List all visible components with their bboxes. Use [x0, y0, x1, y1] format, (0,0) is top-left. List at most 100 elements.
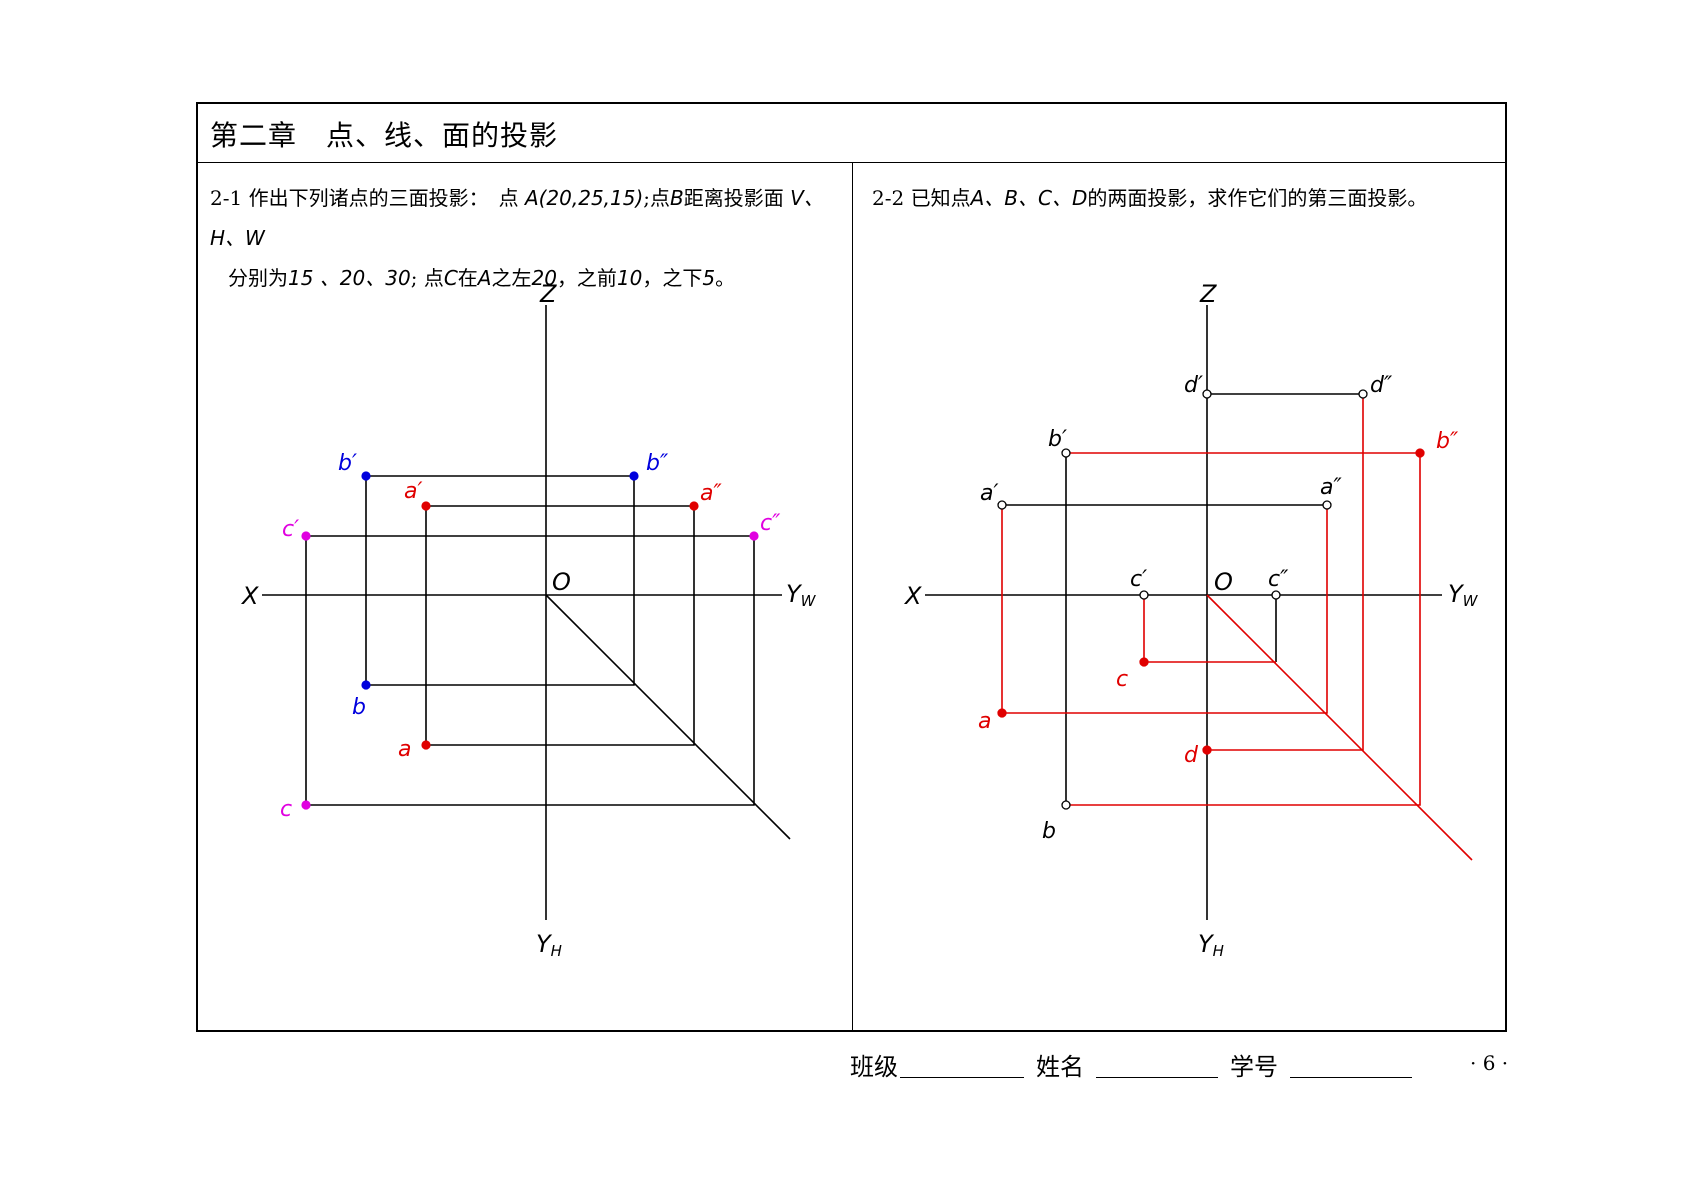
problem-text: ，之前: [556, 266, 617, 290]
label-c-h: c: [280, 797, 292, 822]
point-b-name: B: [670, 186, 684, 210]
diagram-2-1: Z X O YW YH b′ b″ b a′ a″ a c′ c″ c: [240, 280, 817, 960]
projection-planes: V、H、W: [210, 186, 824, 250]
point-c-w: [749, 531, 759, 541]
label-d-v: d′: [1184, 373, 1203, 398]
x-label: X: [240, 582, 259, 610]
label-b-h: b: [1042, 819, 1056, 844]
point-c-v: [1139, 590, 1149, 600]
solution-lines: [1001, 394, 1421, 806]
point-a-v: [997, 500, 1007, 510]
a-solution: [1001, 505, 1328, 714]
problem-text: 。: [715, 266, 736, 290]
name-label: 姓名: [1036, 1053, 1084, 1081]
label-c-w: c″: [1268, 567, 1289, 592]
label-b-v: b′: [1048, 427, 1067, 452]
chapter-title: 第二章 点、线、面的投影: [210, 119, 559, 152]
yw-label: YW: [786, 580, 817, 610]
label-a-h: a: [978, 709, 991, 734]
point-b-v: [1061, 448, 1071, 458]
label-a-w: a″: [1320, 475, 1342, 500]
b-solution: [1066, 452, 1421, 806]
point-c-h: [301, 800, 311, 810]
page-number: · 6 ·: [1470, 1051, 1509, 1075]
problem-text: ;点: [643, 186, 671, 210]
point-d-v: [1202, 389, 1212, 399]
column-divider: [852, 162, 853, 1030]
label-b-v: b′: [338, 451, 357, 476]
point-c-projection-lines: [305, 535, 755, 806]
z-label: Z: [1199, 280, 1217, 308]
label-a-w: a″: [700, 481, 722, 506]
problem-text: 已知点: [910, 186, 971, 210]
point-b-h: [1061, 800, 1071, 810]
label-b-w: b″: [1436, 429, 1459, 454]
distances: 15 、20、30: [288, 266, 411, 290]
point-c-v: [301, 531, 311, 541]
point-labels-1: b′ b″ b a′ a″ a c′ c″ c: [280, 451, 781, 822]
axis-labels-2: Z X O YW YH: [903, 280, 1479, 960]
label-a-v: a′: [404, 479, 422, 504]
label-b-h: b: [352, 695, 366, 720]
point-a-v: [421, 501, 431, 511]
point-b-w: [629, 471, 639, 481]
label-c-v: c′: [1130, 567, 1147, 592]
label-a-v: a′: [980, 481, 998, 506]
label-c-h: c: [1116, 667, 1128, 692]
problem-text: 距离投影面: [683, 186, 784, 210]
problem-number: 2-2: [872, 186, 905, 210]
point-names: A、B、C、D: [970, 186, 1088, 210]
point-a-w: [689, 501, 699, 511]
label-b-w: b″: [646, 451, 669, 476]
axis-labels-1: Z X O YW YH: [240, 280, 817, 960]
point-c-name: C: [443, 266, 458, 290]
ref-point-a: A: [477, 266, 492, 290]
label-d-w: d″: [1370, 373, 1393, 398]
below-value: 5: [702, 266, 716, 290]
problem-text: ; 点: [410, 266, 444, 290]
problem-2-2-statement: 2-2 已知点A、B、C、D的两面投影，求作它们的第三面投影。: [872, 178, 1492, 218]
x-label: X: [903, 582, 922, 610]
c-solution: [1143, 595, 1276, 663]
problem-text: 之左: [491, 266, 532, 290]
point-a-h: [997, 708, 1007, 718]
axes-1: [262, 305, 791, 920]
front-value: 10: [616, 266, 643, 290]
point-a-coords: A(20,25,15): [524, 186, 644, 210]
problem-2-1-statement: 2-1 作出下列诸点的三面投影： 点 A(20,25,15);点B距离投影面 V…: [210, 178, 850, 298]
id-blank[interactable]: [1290, 1077, 1412, 1078]
problem-text: 分别为: [228, 266, 288, 290]
given-projection-lines: [1002, 393, 1363, 805]
class-blank[interactable]: [900, 1077, 1024, 1078]
origin-label: O: [1214, 568, 1233, 596]
label-c-w: c″: [760, 511, 781, 536]
point-a-w: [1322, 500, 1332, 510]
problem-text: ，之下: [642, 266, 703, 290]
point-a-h: [421, 740, 431, 750]
point-b-projection-lines: [365, 475, 635, 686]
point-labels-2: d′ d″ d b′ b″ b a′ a″ a c′ c″ c: [978, 373, 1459, 844]
problem-number: 2-1: [210, 186, 243, 210]
yw-label: YW: [1448, 580, 1479, 610]
yh-label: YH: [536, 930, 562, 960]
class-label: 班级: [850, 1053, 898, 1081]
point-b-h: [361, 680, 371, 690]
label-d-h: d: [1184, 743, 1199, 768]
bisector-45: [545, 594, 791, 840]
projection-lines-1: [305, 475, 755, 806]
label-c-v: c′: [282, 517, 299, 542]
yh-label: YH: [1198, 930, 1224, 960]
left-value: 20: [531, 266, 557, 290]
diagram-2-2: Z X O YW YH d′ d″ d b′ b″ b a′ a″ a c′ c…: [903, 280, 1479, 960]
point-b-v: [361, 471, 371, 481]
worksheet-frame: 第二章 点、线、面的投影 2-1 作出下列诸点的三面投影： 点 A(20,25,…: [196, 102, 1507, 1032]
point-a-projection-lines: [425, 505, 695, 746]
name-blank[interactable]: [1096, 1077, 1218, 1078]
point-b-w: [1415, 448, 1425, 458]
label-a-h: a: [398, 737, 411, 762]
problem-text: 在: [457, 266, 478, 290]
points-2: [997, 389, 1425, 810]
bisector-45: [1206, 594, 1473, 861]
origin-label: O: [552, 568, 571, 596]
